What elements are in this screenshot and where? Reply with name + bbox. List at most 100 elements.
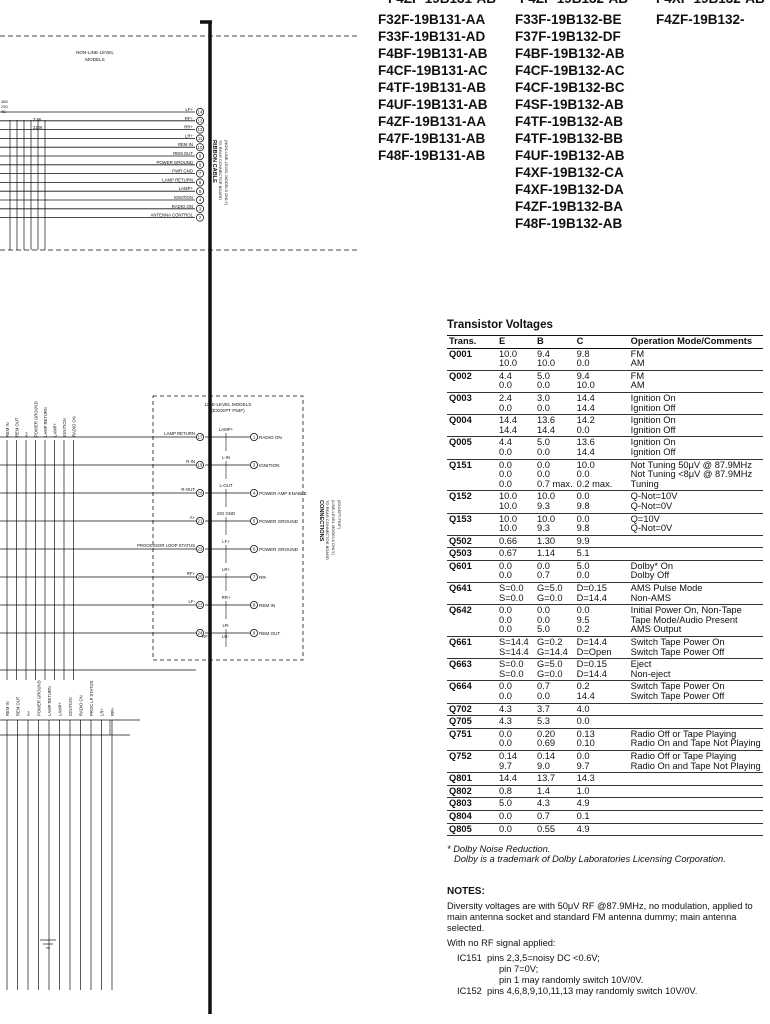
cell-line: 0.0	[499, 459, 512, 470]
schematic-label: LAMP+	[219, 427, 234, 432]
schematic-label: RR+	[184, 125, 193, 130]
cell-line: 0.0	[499, 560, 512, 571]
cell-line: 4.9	[576, 798, 590, 809]
cell-line: Non-AMS	[630, 592, 671, 603]
schematic-label: 230	[1, 104, 8, 109]
voltage-cell: 9.9	[574, 535, 629, 549]
part-number: F4BF-19B131-AB	[378, 46, 488, 61]
cell-line: 9.7	[499, 760, 512, 771]
transistor-cell: Q641	[447, 582, 497, 606]
schematic-label: RR-	[259, 575, 268, 580]
part-number: F4XF-19B132-DA	[515, 182, 624, 197]
cell-line: Tuning	[630, 478, 659, 489]
notes-heading: NOTES:	[447, 886, 485, 897]
cell-line: Not Tuning <8μV @ 87.9MHz	[630, 469, 753, 480]
pin-circle	[249, 460, 258, 469]
cell-line: 0.69	[537, 738, 556, 749]
cell-line: D=0.15	[576, 583, 607, 594]
voltage-cell: 5.1	[574, 547, 629, 561]
cell-line: 10.0	[499, 348, 518, 359]
mode-cell	[628, 772, 763, 786]
cell-line: 10.0	[537, 358, 556, 369]
cell-line: Switch Tape Power On	[630, 681, 725, 692]
pin-number: 19	[198, 463, 203, 468]
schematic-label: POWER GROUND	[34, 401, 39, 437]
notes-section: NOTES: Diversity voltages are with 50μV …	[447, 886, 762, 997]
cell-line: 4.3	[499, 716, 512, 727]
cell-line: 5.0	[537, 437, 550, 448]
pin-circle	[195, 545, 204, 554]
schematic-label: REM IN	[5, 422, 10, 437]
cell-line: 10.0	[537, 491, 556, 502]
schematic-label: 4E	[1, 109, 6, 114]
schematic-label: LAMP RETURN	[47, 686, 52, 716]
cell-line: 5.0	[499, 798, 512, 809]
pin-number: 17	[198, 435, 203, 440]
cell-line: D=0.15	[576, 659, 607, 670]
part-number: F4UF-19B132-AB	[515, 148, 625, 163]
part-number: F4XF-19B132-CA	[515, 165, 624, 180]
transistor-cell: Q005	[447, 436, 497, 460]
part-number: F4TF-19B132-BB	[515, 131, 624, 146]
cell-line: 14.4	[499, 773, 518, 784]
cell-line: 0.10	[576, 738, 595, 749]
cell-line: 10.0	[576, 459, 595, 470]
ic-name: IC152	[457, 986, 482, 996]
cell-line: FM	[630, 370, 645, 381]
schematic-label: TO REAR CONNECTOR BOARD	[218, 140, 223, 200]
cell-line: Ignition On	[630, 392, 676, 403]
voltage-cell: 0.55	[535, 823, 575, 837]
part-number: F4SF-19B132-AB	[515, 97, 624, 112]
transistor-cell: Q153	[447, 513, 497, 536]
cell-line: 0.0	[499, 624, 512, 635]
schematic-label: RADIO ON	[259, 435, 282, 440]
cell-line: 0.0	[499, 380, 512, 391]
schematic-label: 3.9K	[33, 117, 42, 122]
schematic-label: LR-	[222, 634, 229, 639]
cell-line: 9.5	[576, 614, 590, 625]
cell-line: 0.0	[537, 446, 550, 457]
part-number: F4ZF-19B132-AB	[520, 0, 628, 6]
pin-number: 21	[198, 519, 203, 524]
cell-line: G=0.0	[537, 592, 563, 603]
voltage-cell: 4.9	[574, 823, 629, 837]
pin-circle	[195, 151, 204, 160]
pin-circle	[249, 629, 258, 638]
schematic-label: IGNITION	[174, 195, 193, 200]
cell-line: 0.7 max.	[537, 478, 573, 489]
pin-circle	[249, 432, 258, 441]
pin-number: 20	[198, 491, 203, 496]
schematic-label: LAMP RETURN	[162, 177, 193, 182]
pin-number: 4	[253, 491, 256, 496]
schematic-label: LAMP+	[53, 423, 58, 437]
voltage-cell: 5.3	[535, 715, 575, 729]
column-header: Operation Mode/Comments	[628, 335, 763, 349]
mode-cell	[628, 810, 763, 824]
transistor-cell: Q803	[447, 797, 497, 811]
cell-line: 1.30	[537, 535, 556, 546]
pin-circle	[195, 134, 204, 143]
cell-line: 0.0	[537, 605, 550, 616]
cell-line: S=0.0	[499, 583, 524, 594]
pin-number: 12	[198, 127, 203, 132]
schematic-label: (LINE-LEVEL MODELS ONLY)	[331, 500, 336, 556]
cell-line: 0.0	[537, 402, 550, 413]
